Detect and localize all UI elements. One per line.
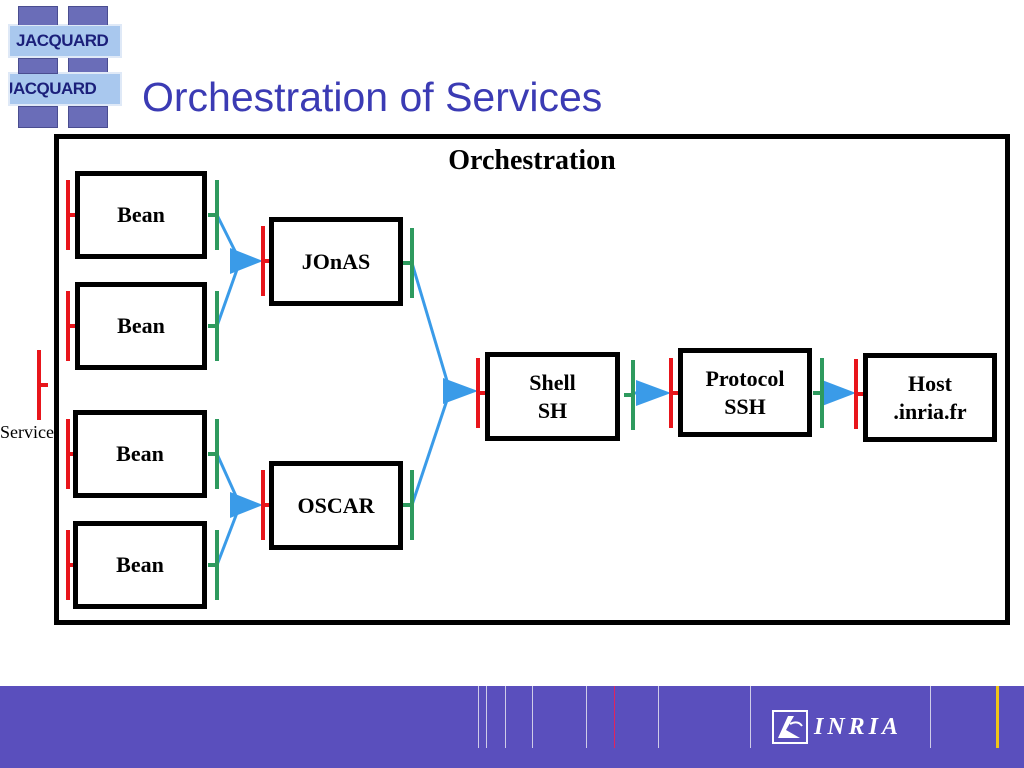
footer-divider <box>614 686 615 748</box>
logo-bar-cap-right <box>68 6 108 25</box>
slide-title: Orchestration of Services <box>142 74 603 120</box>
logo-text-top: JACQUARD <box>8 24 122 58</box>
oscar-component[interactable]: OSCAR <box>269 461 403 550</box>
binding-line <box>410 390 452 506</box>
bean-component-2[interactable]: Bean <box>75 282 207 370</box>
orchestration-frame <box>54 134 1010 625</box>
footer-divider <box>658 686 659 748</box>
footer-divider <box>586 686 587 748</box>
binding-line <box>410 262 452 392</box>
ports-layer <box>37 180 865 600</box>
logo-bar-foot-left <box>18 106 58 128</box>
service-label: Service <box>0 422 54 442</box>
inria-wordmark: INRIA <box>814 713 903 740</box>
footer-divider <box>996 686 999 748</box>
bindings-layer <box>215 214 856 566</box>
footer-divider <box>750 686 751 748</box>
logo-text-bottom: JACQUARD <box>8 72 122 106</box>
binding-arrowhead <box>636 380 671 406</box>
footer-divider <box>478 686 479 748</box>
footer-divider <box>532 686 533 748</box>
footer-divider <box>505 686 506 748</box>
bean-component-4[interactable]: Bean <box>73 521 207 609</box>
orchestration-title: Orchestration <box>448 145 616 176</box>
logo-bar-cap-left <box>18 6 58 25</box>
binding-arrowhead <box>443 378 478 404</box>
bean-component-1[interactable]: Bean <box>75 171 207 259</box>
bean-component-3[interactable]: Bean <box>73 410 207 498</box>
logo-bar-mid-left <box>18 58 58 74</box>
protocol-ssh-component[interactable]: Protocol SSH <box>678 348 812 437</box>
jonas-component[interactable]: JOnAS <box>269 217 403 306</box>
footer-divider <box>930 686 931 748</box>
host-component[interactable]: Host .inria.fr <box>863 353 997 442</box>
binding-arrowhead <box>230 248 263 274</box>
inria-logo: INRIA <box>772 710 902 744</box>
binding-line <box>215 260 242 327</box>
jacquard-logo: JACQUARD JACQUARD <box>0 0 140 130</box>
footer-bar: INRIA <box>0 686 1024 768</box>
binding-arrowhead <box>230 492 263 518</box>
footer-divider <box>486 686 487 748</box>
binding-arrowhead <box>822 380 856 406</box>
inria-emblem-icon <box>772 710 808 744</box>
logo-bar-foot-right <box>68 106 108 128</box>
shell-sh-component[interactable]: Shell SH <box>485 352 620 441</box>
